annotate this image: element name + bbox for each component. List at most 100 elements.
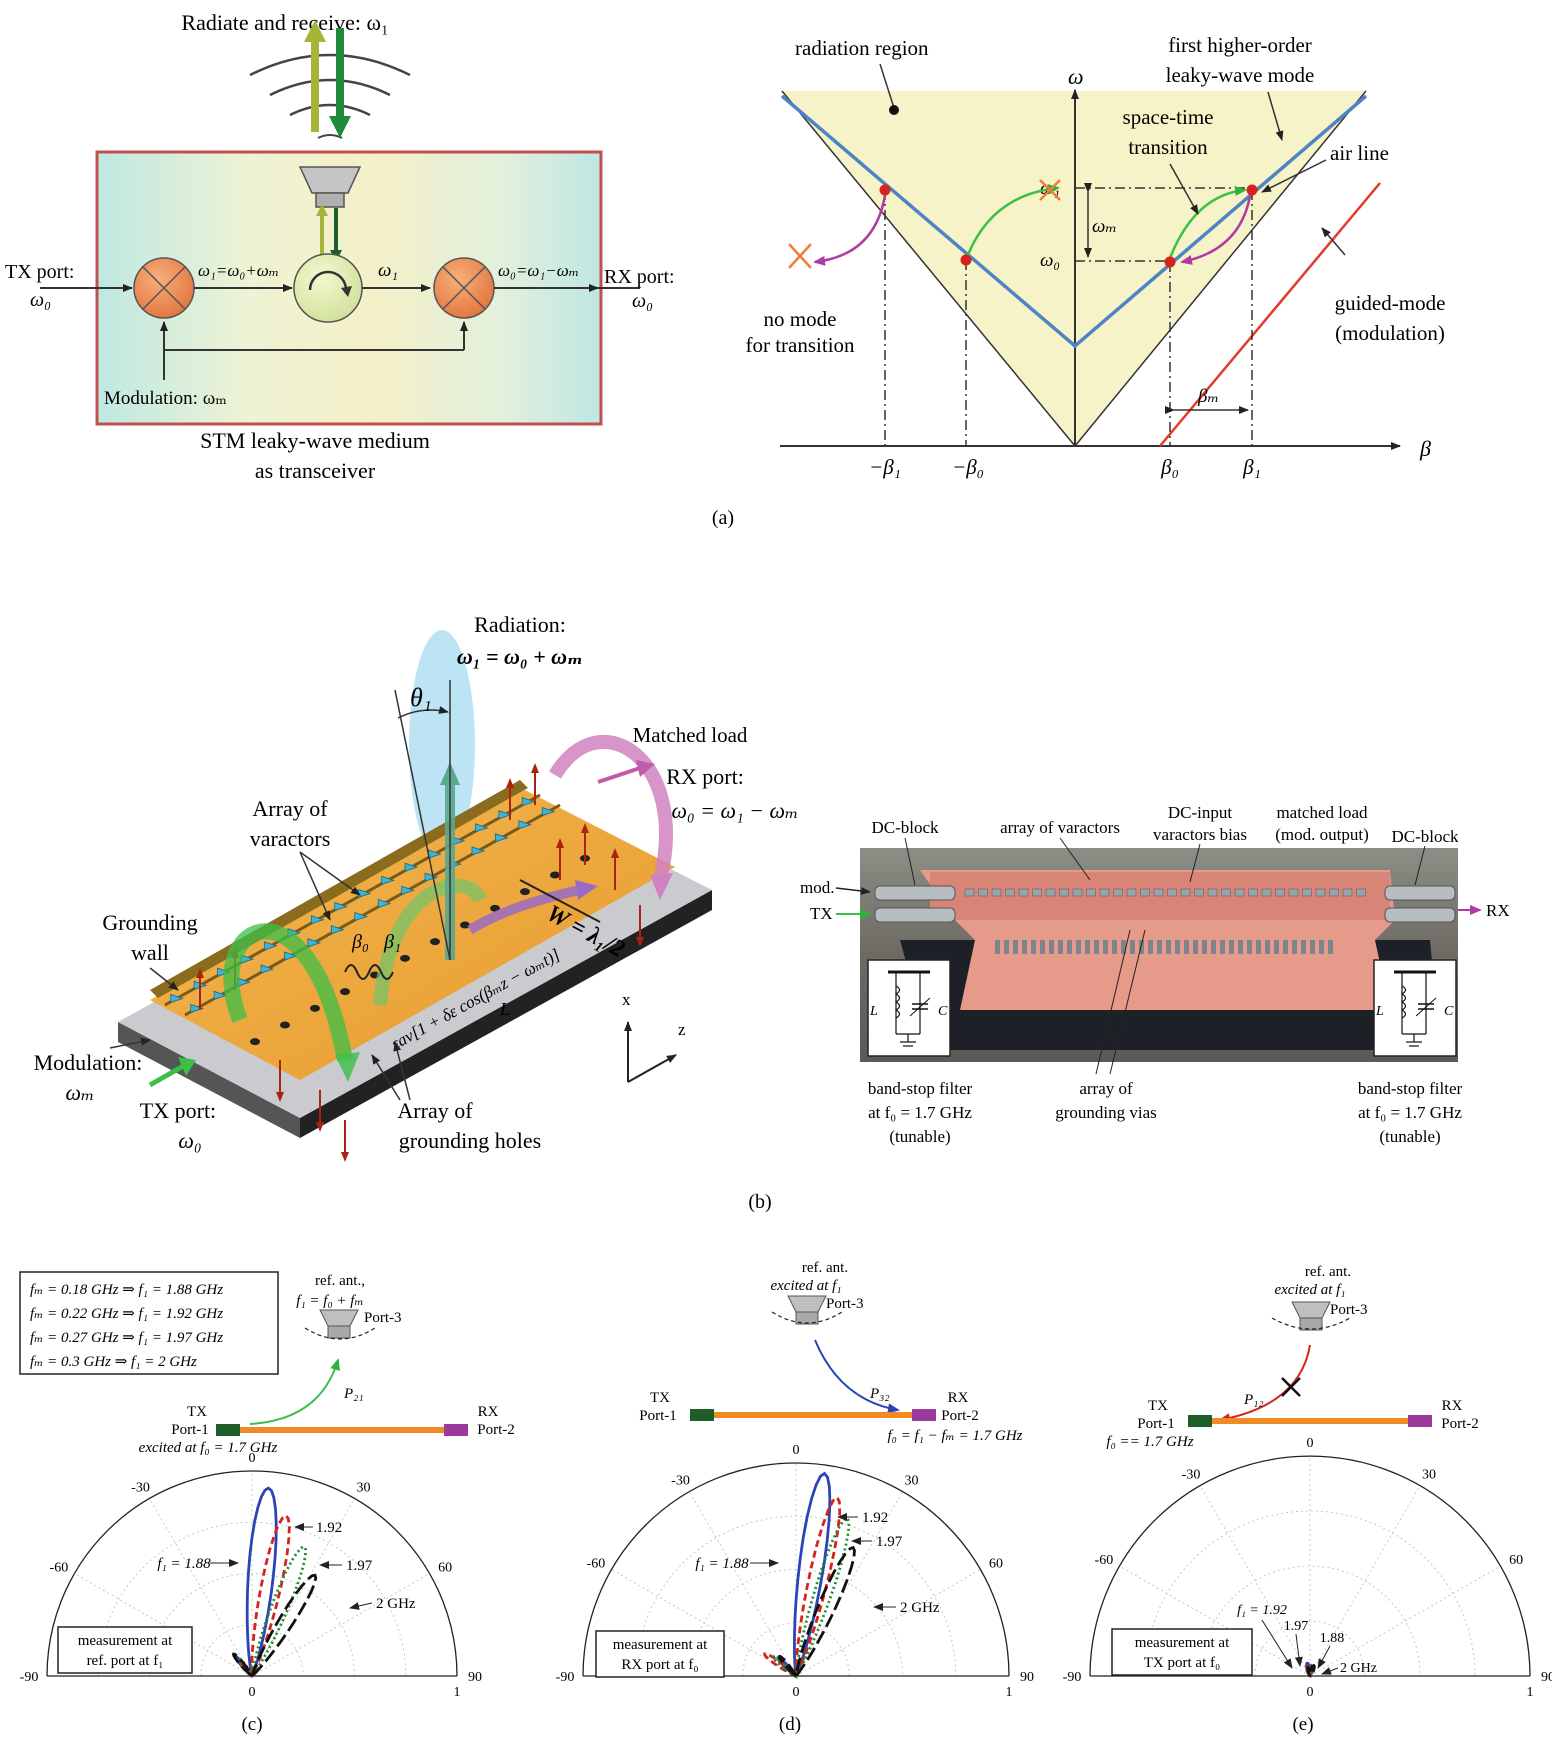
e-measurement-box bbox=[1111, 1628, 1253, 1676]
e-tx-line2: Port-1 bbox=[1137, 1416, 1175, 1432]
grounding-hole bbox=[250, 1038, 260, 1046]
photo-varactor bbox=[1045, 888, 1056, 897]
varactor-icon bbox=[213, 990, 228, 1000]
polar-radial-label-1: 1 bbox=[454, 1685, 461, 1700]
photo-varactor bbox=[1329, 888, 1339, 897]
b-rx-port-label: RX port: bbox=[666, 764, 744, 789]
d-power-label: P₃₂ bbox=[869, 1386, 890, 1402]
varactor-icon bbox=[334, 902, 349, 912]
capacitor-label-right: C bbox=[1444, 1004, 1454, 1019]
polar-spoke bbox=[251, 1573, 430, 1677]
higher-mode-label-line2: leaky-wave mode bbox=[1166, 63, 1315, 87]
photo-varactor bbox=[1342, 888, 1353, 897]
photo-via bbox=[1013, 940, 1018, 954]
photo-via bbox=[1022, 940, 1027, 954]
photo-via bbox=[1283, 940, 1288, 954]
polar-radial-label-0: 0 bbox=[249, 1685, 256, 1700]
d-ref-line2: excited at f₁ bbox=[770, 1278, 841, 1294]
rx-port-freq: ω₀ bbox=[632, 290, 653, 312]
polar-radial-label-1: 1 bbox=[1006, 1685, 1013, 1700]
e-rx-line2: Port-2 bbox=[1441, 1416, 1479, 1432]
b-tx-port-label: TX port: bbox=[140, 1098, 216, 1123]
legend-box bbox=[19, 1271, 279, 1375]
grounding-hole bbox=[280, 1021, 290, 1029]
mixer-2-output-label: ω₀=ω₁−ωₘ bbox=[498, 261, 579, 280]
e-power-label: P₁₂ bbox=[1243, 1392, 1264, 1408]
polar-outer-arc bbox=[1089, 1455, 1531, 1677]
grounding-holes-row bbox=[250, 854, 590, 1046]
tx-port-freq: ω₀ bbox=[30, 289, 51, 311]
blocked-cross-icon bbox=[1281, 1377, 1301, 1397]
photo-via bbox=[1049, 940, 1054, 954]
axis-z-label: z bbox=[678, 1020, 686, 1039]
d-measurement-box bbox=[595, 1630, 725, 1678]
panel-d: ref. ant. excited at f₁ Port-3 P₃₂ TX Po… bbox=[556, 1260, 1034, 1700]
d-rx-line3: f₀ = f₁ − fₘ = 1.7 GHz bbox=[888, 1428, 1023, 1444]
photo-via bbox=[1067, 940, 1072, 954]
polar-angle-label: -60 bbox=[1095, 1553, 1114, 1568]
photo-via bbox=[1229, 940, 1234, 954]
no-mode-label-line1: no mode bbox=[764, 307, 837, 331]
matched-load-arc bbox=[549, 735, 673, 882]
photo-via bbox=[1265, 940, 1270, 954]
varactor-icon bbox=[284, 951, 298, 961]
photo-varactor bbox=[1315, 888, 1326, 897]
holes-label-line1: Array of bbox=[397, 1098, 473, 1123]
polar-angle-label: -90 bbox=[20, 1670, 39, 1685]
photo-via bbox=[1319, 940, 1324, 954]
c-port3-label: Port-3 bbox=[364, 1310, 402, 1326]
c-rx-line2: Port-2 bbox=[477, 1422, 515, 1438]
polar-outer-arc bbox=[582, 1462, 1010, 1677]
matched-load-photo-line2: (mod. output) bbox=[1275, 825, 1369, 844]
photo-tx-label: TX bbox=[810, 904, 833, 923]
photo-via bbox=[1202, 940, 1207, 954]
grounding-hole bbox=[520, 888, 530, 896]
filter-inset-right bbox=[1373, 959, 1457, 1057]
capacitor-label-left: C bbox=[938, 1004, 948, 1019]
legend-entry-1: fₘ = 0.18 GHz ⇒ f₁ = 1.88 GHz bbox=[30, 1282, 223, 1298]
radiate-receive-label: Radiate and receive: ω₁ bbox=[181, 10, 388, 35]
grounding-hole bbox=[430, 938, 440, 946]
grounding-hole bbox=[340, 988, 350, 996]
bsf-right-line2: at f₀ = 1.7 GHz bbox=[1358, 1103, 1462, 1122]
polar-spoke bbox=[611, 1569, 797, 1677]
radiation-beam bbox=[409, 630, 475, 860]
c-meas-line1: measurement at bbox=[78, 1633, 173, 1649]
polar-spoke bbox=[251, 1498, 355, 1677]
inductor-label-right: L bbox=[1375, 1004, 1384, 1019]
c-ref-antenna-icon bbox=[319, 1309, 359, 1339]
varactor-icon bbox=[401, 885, 415, 895]
bsf-left-line3: (tunable) bbox=[889, 1127, 950, 1146]
photo-varactor bbox=[1194, 888, 1204, 897]
mode-point bbox=[960, 254, 972, 266]
photo-via bbox=[1274, 940, 1279, 954]
photo-via bbox=[1130, 940, 1135, 954]
bsf-left-line1: band-stop filter bbox=[868, 1079, 973, 1098]
polar-angle-label: -30 bbox=[131, 1480, 150, 1495]
photo-varactor bbox=[1005, 888, 1015, 897]
e-label-197: 1.97 bbox=[1284, 1619, 1309, 1634]
photo-via bbox=[1220, 940, 1225, 954]
panel-b-schematic: Radiation: ω₁ = ω₀ + ωₘ bbox=[34, 612, 799, 1162]
d-label-192: 1.92 bbox=[862, 1510, 888, 1526]
polar-angle-label: -60 bbox=[587, 1557, 606, 1572]
b-rx-port-freq: ω₀ = ω₁ − ωₘ bbox=[671, 798, 798, 823]
varactor-icon bbox=[377, 898, 392, 908]
varactor-icon bbox=[354, 912, 369, 922]
photo-via bbox=[1166, 940, 1171, 954]
e-meas-line1: measurement at bbox=[1135, 1635, 1230, 1651]
polar-outer-arc bbox=[46, 1470, 458, 1677]
beta-axis-label: β bbox=[1419, 436, 1431, 461]
photo-via bbox=[1175, 940, 1180, 954]
polar-angle-label: 0 bbox=[1307, 1436, 1314, 1451]
board-front-edge bbox=[118, 1022, 300, 1138]
bsf-left-line2: at f₀ = 1.7 GHz bbox=[868, 1103, 972, 1122]
varactor-icon bbox=[498, 810, 513, 820]
c-rx-line1: RX bbox=[478, 1404, 499, 1420]
legend-entry-2: fₘ = 0.22 GHz ⇒ f₁ = 1.92 GHz bbox=[30, 1306, 223, 1322]
varactor-icon bbox=[170, 993, 184, 1003]
bandstop-filter-right-icon bbox=[1394, 970, 1437, 1047]
array-varactors-label: array of varactors bbox=[1000, 818, 1120, 837]
polar-angle-label: 30 bbox=[357, 1480, 371, 1495]
c-ref-line2: f₁ = f₀ + fₘ bbox=[296, 1293, 363, 1309]
